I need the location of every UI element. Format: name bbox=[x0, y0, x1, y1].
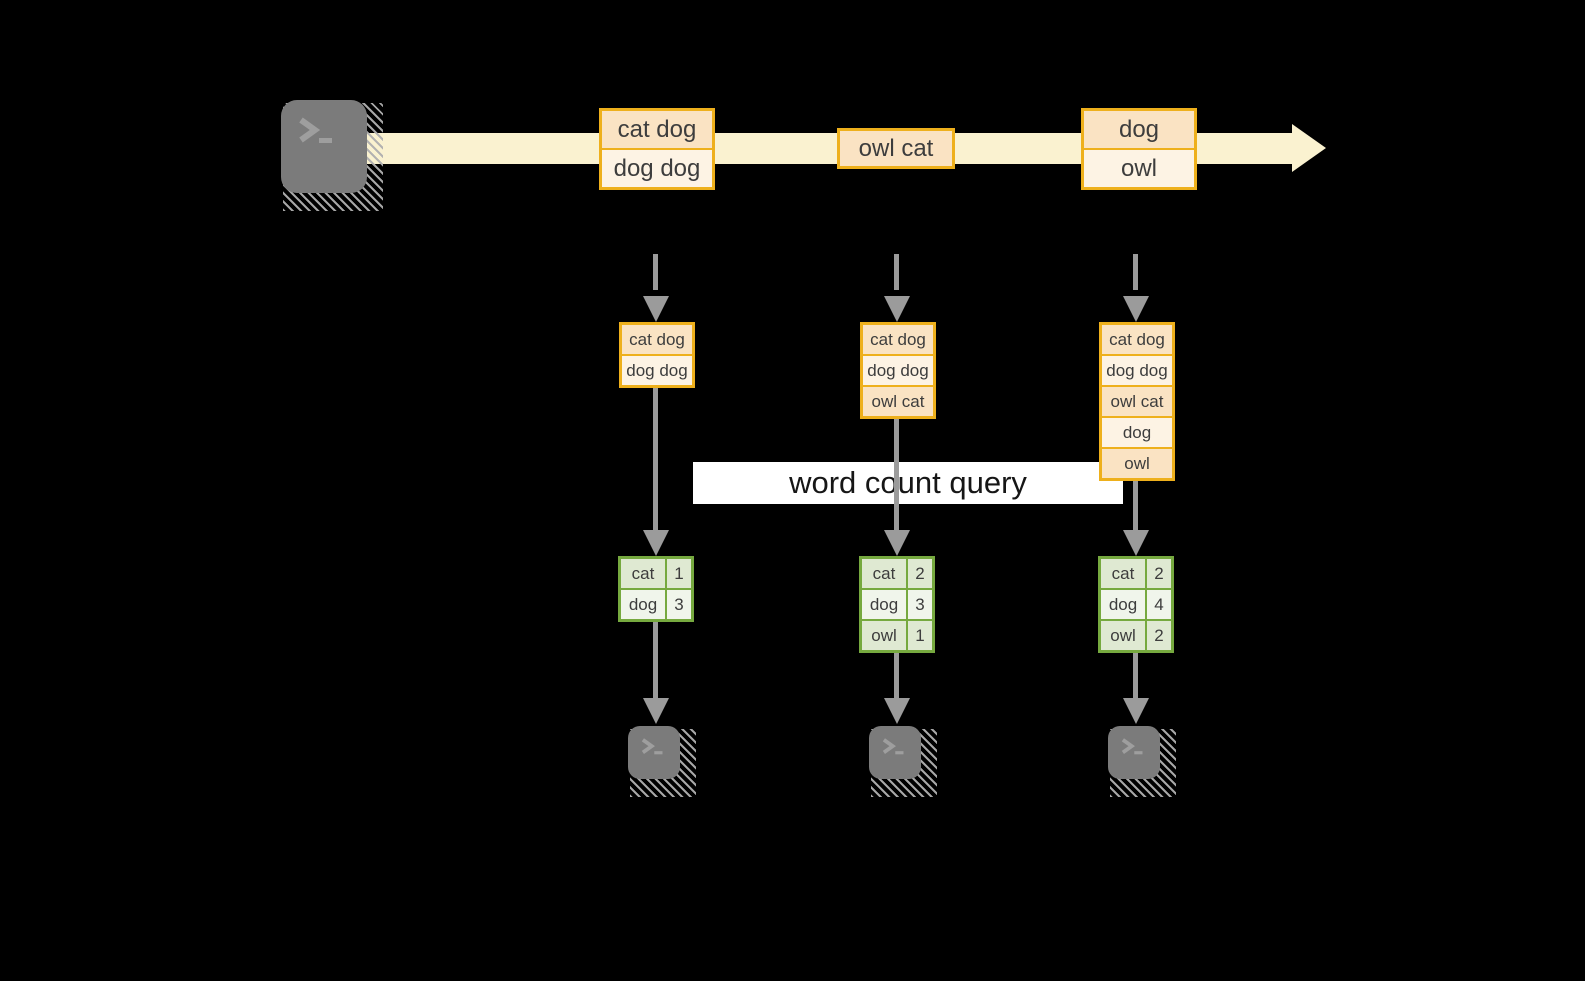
terminal-window bbox=[281, 100, 367, 193]
output-arrow-3 bbox=[1133, 653, 1138, 699]
terminal-window bbox=[628, 726, 680, 779]
word-cell: dog bbox=[862, 590, 906, 619]
terminal-prompt-icon bbox=[882, 738, 904, 755]
sink-terminal-icon-2 bbox=[869, 726, 937, 797]
sink-terminal-icon-1 bbox=[628, 726, 696, 797]
output-arrow-3-head-icon bbox=[1123, 698, 1149, 724]
query-arrow-1 bbox=[653, 386, 658, 531]
word-cell: owl bbox=[862, 621, 906, 650]
table-row: owl 1 bbox=[862, 621, 932, 650]
stream-event-batch-2: owl cat bbox=[837, 128, 955, 169]
output-arrow-2 bbox=[894, 653, 899, 699]
table-row: cat 1 bbox=[621, 559, 691, 588]
query-arrow-2 bbox=[894, 417, 899, 531]
terminal-prompt-icon bbox=[1121, 738, 1143, 755]
output-arrow-1-head-icon bbox=[643, 698, 669, 724]
buffer-line: owl bbox=[1102, 449, 1172, 478]
table-row: dog 3 bbox=[862, 590, 932, 619]
dashed-arrow-1 bbox=[653, 254, 658, 290]
stream-event-line: owl bbox=[1084, 150, 1194, 187]
output-arrow-1 bbox=[653, 622, 658, 699]
table-row: cat 2 bbox=[862, 559, 932, 588]
sink-terminal-icon-3 bbox=[1108, 726, 1176, 797]
stream-event-batch-3: dog owl bbox=[1081, 108, 1197, 190]
query-label: word count query bbox=[693, 462, 1123, 504]
terminal-prompt-icon bbox=[641, 738, 663, 755]
dashed-arrow-2 bbox=[894, 254, 899, 290]
buffer-line: cat dog bbox=[622, 325, 692, 354]
dashed-arrow-3-head-icon bbox=[1123, 296, 1149, 322]
dashed-arrow-3 bbox=[1133, 254, 1138, 290]
query-arrow-2-head-icon bbox=[884, 530, 910, 556]
buffer-line: dog dog bbox=[622, 356, 692, 385]
count-cell: 3 bbox=[667, 590, 691, 619]
table-row: owl 2 bbox=[1101, 621, 1171, 650]
stream-event-line: owl cat bbox=[840, 131, 952, 166]
count-cell: 2 bbox=[908, 559, 932, 588]
count-cell: 1 bbox=[908, 621, 932, 650]
query-arrow-1-head-icon bbox=[643, 530, 669, 556]
table-row: cat 2 bbox=[1101, 559, 1171, 588]
count-cell: 4 bbox=[1147, 590, 1171, 619]
count-table-2: cat 2 dog 3 owl 1 bbox=[859, 556, 935, 653]
count-cell: 1 bbox=[667, 559, 691, 588]
buffer-line: cat dog bbox=[863, 325, 933, 354]
buffer-line: owl cat bbox=[863, 387, 933, 416]
stream-event-line: dog bbox=[1084, 111, 1194, 148]
terminal-prompt-icon bbox=[299, 117, 332, 143]
input-buffer-stack-1: cat dog dog dog bbox=[619, 322, 695, 388]
count-cell: 2 bbox=[1147, 621, 1171, 650]
word-cell: cat bbox=[621, 559, 665, 588]
stream-event-line: cat dog bbox=[602, 111, 712, 148]
stream-event-line: dog dog bbox=[602, 150, 712, 187]
query-arrow-3 bbox=[1133, 479, 1138, 531]
query-arrow-3-head-icon bbox=[1123, 530, 1149, 556]
table-row: dog 4 bbox=[1101, 590, 1171, 619]
buffer-line: dog bbox=[1102, 418, 1172, 447]
stream-event-batch-1: cat dog dog dog bbox=[599, 108, 715, 190]
source-terminal-icon bbox=[281, 100, 383, 211]
terminal-window bbox=[1108, 726, 1160, 779]
buffer-line: dog dog bbox=[1102, 356, 1172, 385]
word-cell: dog bbox=[1101, 590, 1145, 619]
word-cell: cat bbox=[862, 559, 906, 588]
dashed-arrow-1-head-icon bbox=[643, 296, 669, 322]
word-cell: cat bbox=[1101, 559, 1145, 588]
count-cell: 2 bbox=[1147, 559, 1171, 588]
table-row: dog 3 bbox=[621, 590, 691, 619]
input-buffer-stack-2: cat dog dog dog owl cat bbox=[860, 322, 936, 419]
buffer-line: cat dog bbox=[1102, 325, 1172, 354]
count-cell: 3 bbox=[908, 590, 932, 619]
stream-timeline-arrowhead-icon bbox=[1292, 124, 1326, 172]
buffer-line: owl cat bbox=[1102, 387, 1172, 416]
output-arrow-2-head-icon bbox=[884, 698, 910, 724]
dashed-arrow-2-head-icon bbox=[884, 296, 910, 322]
word-cell: dog bbox=[621, 590, 665, 619]
buffer-line: dog dog bbox=[863, 356, 933, 385]
input-buffer-stack-3: cat dog dog dog owl cat dog owl bbox=[1099, 322, 1175, 481]
count-table-3: cat 2 dog 4 owl 2 bbox=[1098, 556, 1174, 653]
count-table-1: cat 1 dog 3 bbox=[618, 556, 694, 622]
terminal-window bbox=[869, 726, 921, 779]
word-cell: owl bbox=[1101, 621, 1145, 650]
